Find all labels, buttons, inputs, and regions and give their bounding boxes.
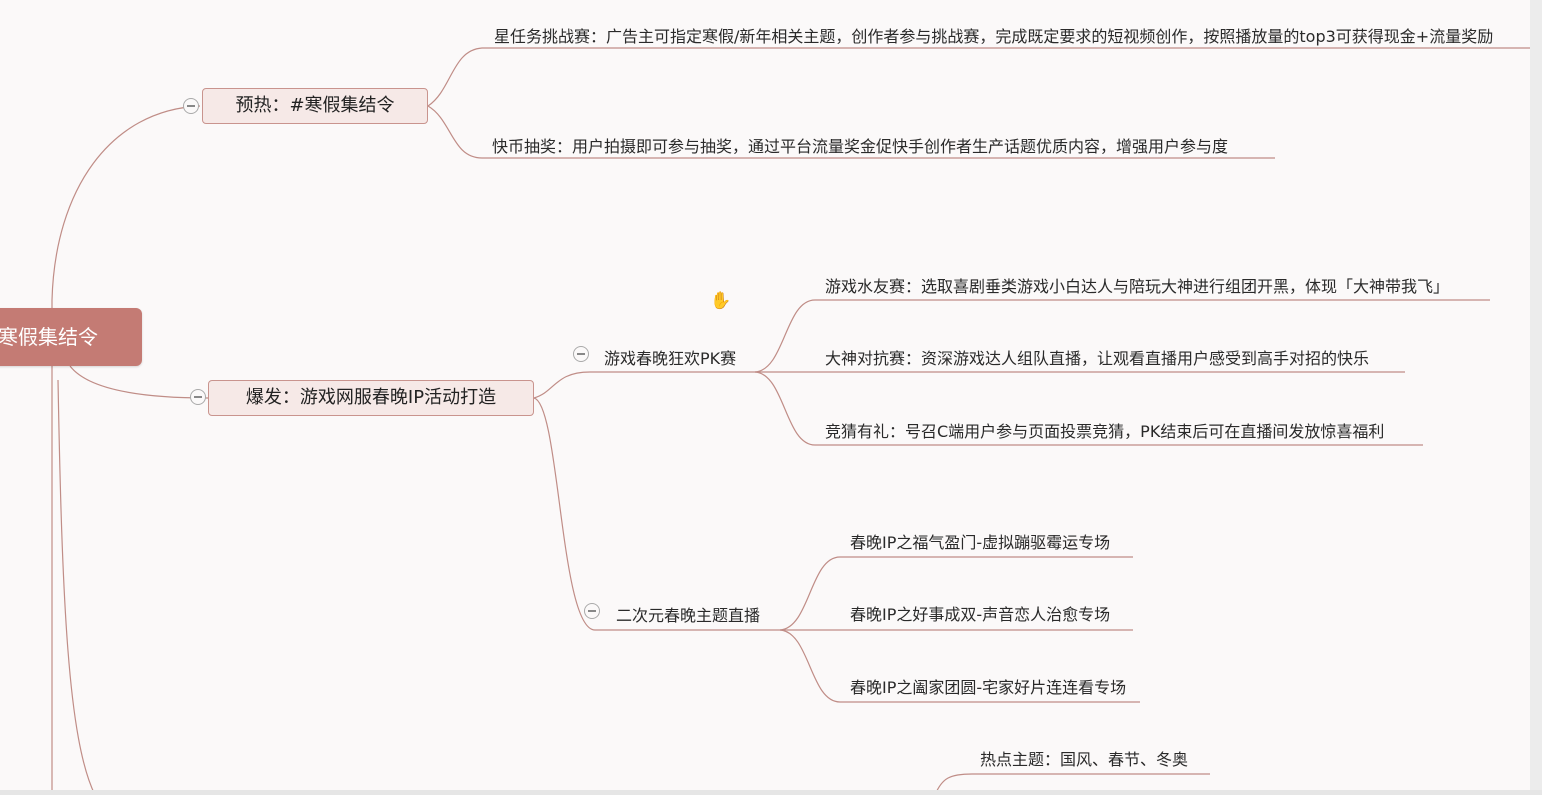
acg-leaf-family-reunion[interactable]: 春晚IP之阖家团圆-宅家好片连连看专场 (850, 678, 1127, 697)
edge-burst-child-1 (533, 371, 755, 399)
sub-branch-acg-live[interactable]: 二次元春晚主题直播 (616, 606, 761, 625)
edge-acg-child-3 (779, 629, 1140, 703)
pk-leaf-fan-match[interactable]: 游戏水友赛：选取喜剧垂类游戏小白达人与陪玩大神进行组团开黑，体现「大神带我飞」 (825, 277, 1450, 296)
preheat-leaf-coin-lottery[interactable]: 快币抽奖：用户拍摄即可参与抽奖，通过平台流量奖金促快手创作者生产话题优质内容，增… (492, 137, 1229, 156)
branch-burst[interactable]: 爆发：游戏网服春晚IP活动打造 (208, 380, 534, 416)
acg-leaf-voice-lover[interactable]: 春晚IP之好事成双-声音恋人治愈专场 (850, 605, 1111, 624)
collapse-circle-icon[interactable] (183, 98, 199, 114)
edge-pk-child-3 (754, 371, 1423, 446)
edge-burst-child-2 (533, 397, 780, 631)
third-leaf-hot-topics[interactable]: 热点主题：国风、春节、冬奥 (980, 750, 1189, 769)
edge-root-to-third (57, 379, 96, 795)
edge-acg-child-1 (779, 556, 1133, 631)
collapse-circle-icon[interactable] (190, 389, 206, 405)
edge-root-to-preheat (51, 105, 201, 301)
scroll-edge-bottom (0, 790, 1542, 795)
preheat-leaf-star-challenge[interactable]: 星任务挑战赛：广告主可指定寒假/新年相关主题，创作者参与挑战赛，完成既定要求的短… (494, 27, 1494, 46)
branch-preheat[interactable]: 预热：#寒假集结令 (202, 88, 428, 124)
edge-pk-child-1 (754, 299, 1490, 373)
collapse-circle-icon[interactable] (573, 346, 589, 362)
acg-leaf-fortune[interactable]: 春晚IP之福气盈门-虚拟蹦驱霉运专场 (850, 533, 1111, 552)
scroll-edge-right (1530, 0, 1542, 795)
pk-leaf-master-battle[interactable]: 大神对抗赛：资深游戏达人组队直播，让观看直播用户感受到高手对招的快乐 (825, 349, 1370, 368)
collapse-circle-icon[interactable] (584, 603, 600, 619)
edge-preheat-child-1 (427, 47, 1530, 107)
edge-root-to-burst (69, 365, 209, 399)
pk-leaf-guess-gift[interactable]: 竞猜有礼：号召C端用户参与页面投票竞猜，PK结束后可在直播间发放惊喜福利 (825, 422, 1385, 441)
hand-cursor-icon: ✋ (710, 291, 732, 311)
sub-branch-game-pk[interactable]: 游戏春晚狂欢PK赛 (604, 349, 737, 368)
edge-preheat-child-2 (427, 105, 1275, 159)
root-node[interactable]: 寒假集结令 (0, 308, 142, 366)
